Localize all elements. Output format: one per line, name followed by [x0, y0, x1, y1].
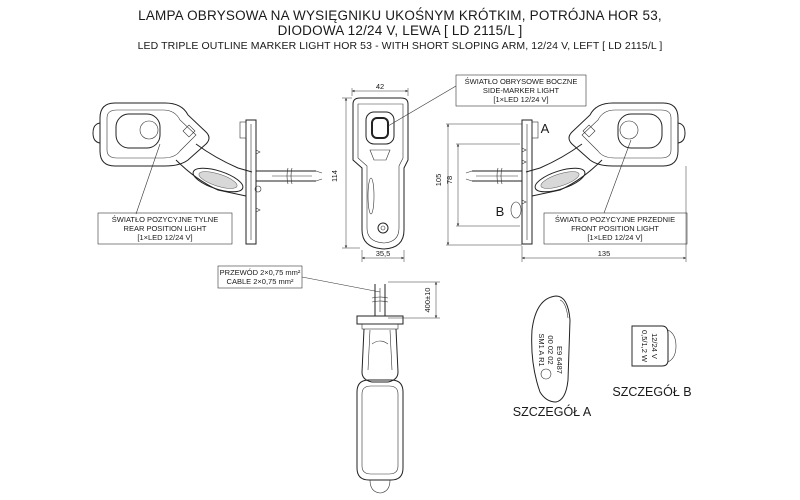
cable-label-en: CABLE 2×0,75 mm²	[227, 277, 294, 286]
center-view: 42 114 35,5 ŚWIATŁO OBRYSOWE BOCZNE SIDE…	[330, 74, 587, 262]
front-position-label-spec: [1×LED 12/24 V]	[587, 233, 642, 242]
bottom-view: PRZEWÓD 2×0,75 mm² CABLE 2×0,75 mm² 400±…	[217, 265, 440, 494]
rear-position-label-en: REAR POSITION LIGHT	[124, 224, 207, 233]
dimension-42: 42	[376, 82, 384, 91]
rear-position-label-spec: [1×LED 12/24 V]	[137, 233, 192, 242]
dimension-114: 114	[330, 170, 339, 182]
side-marker-label-pl: ŚWIATŁO OBRYSOWE BOCZNE	[465, 77, 578, 86]
detail-a-line3: E9 6487	[555, 346, 564, 374]
marker-b: B	[496, 204, 505, 219]
title-line-3-english: LED TRIPLE OUTLINE MARKER LIGHT HOR 53 -…	[137, 40, 663, 52]
side-marker-label-en: SIDE-MARKER LIGHT	[483, 86, 560, 95]
detail-a-line2: 00 02 02	[546, 335, 555, 364]
rear-position-label-pl: ŚWIATŁO POZYCYJNE TYLNE	[112, 215, 218, 224]
dimension-135: 135	[598, 249, 611, 258]
detail-a-title: SZCZEGÓŁ A	[513, 404, 592, 419]
left-view: ŚWIATŁO POZYCYJNE TYLNE REAR POSITION LI…	[92, 102, 323, 245]
detail-a-line1: SM1 A R1	[537, 333, 546, 366]
cable-label-pl: PRZEWÓD 2×0,75 mm²	[220, 268, 301, 277]
title-line-2: DIODOWA 12/24 V, LEWA [ LD 2115/L ]	[277, 23, 523, 38]
dimension-105: 105	[434, 174, 443, 187]
front-position-label-en: FRONT POSITION LIGHT	[571, 224, 659, 233]
right-view: 105 78 A B ŚWIATŁO POZY	[434, 102, 688, 262]
marker-a: A	[541, 121, 550, 136]
title-line-1: LAMPA OBRYSOWA NA WYSIĘGNIKU UKOŚNYM KRÓ…	[138, 8, 662, 23]
dimension-35-5: 35,5	[376, 249, 391, 258]
detail-a: SM1 A R1 00 02 02 E9 6487 SZCZEGÓŁ A	[513, 295, 592, 419]
front-position-label-pl: ŚWIATŁO POZYCYJNE PRZEDNIE	[555, 215, 675, 224]
detail-b-line2: 0,5/1,2 W	[640, 330, 649, 363]
detail-b: 12/24 V 0,5/1,2 W SZCZEGÓŁ B	[612, 325, 692, 399]
dimension-78: 78	[445, 176, 454, 184]
side-marker-label-spec: [1×LED 12/24 V]	[493, 95, 548, 104]
detail-b-line1: 12/24 V	[650, 333, 659, 359]
dimension-cable-length: 400±10	[423, 288, 432, 313]
detail-b-title: SZCZEGÓŁ B	[612, 384, 691, 399]
